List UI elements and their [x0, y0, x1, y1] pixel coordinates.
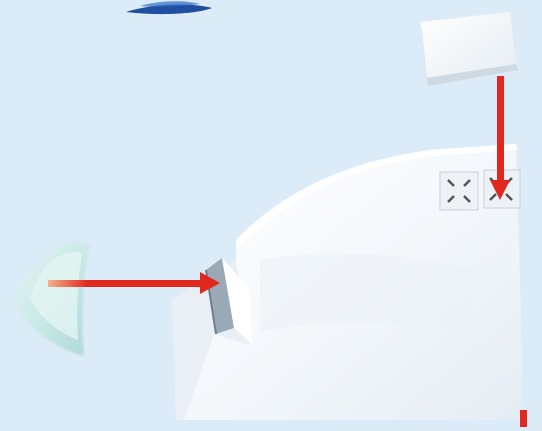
- white-block-icon: [420, 12, 518, 86]
- arrow-tail-mark: [520, 410, 527, 427]
- dark-blue-fin-icon: [126, 1, 212, 14]
- arrow-down-icon: [490, 76, 510, 200]
- transparent-lens-icon: [14, 242, 90, 356]
